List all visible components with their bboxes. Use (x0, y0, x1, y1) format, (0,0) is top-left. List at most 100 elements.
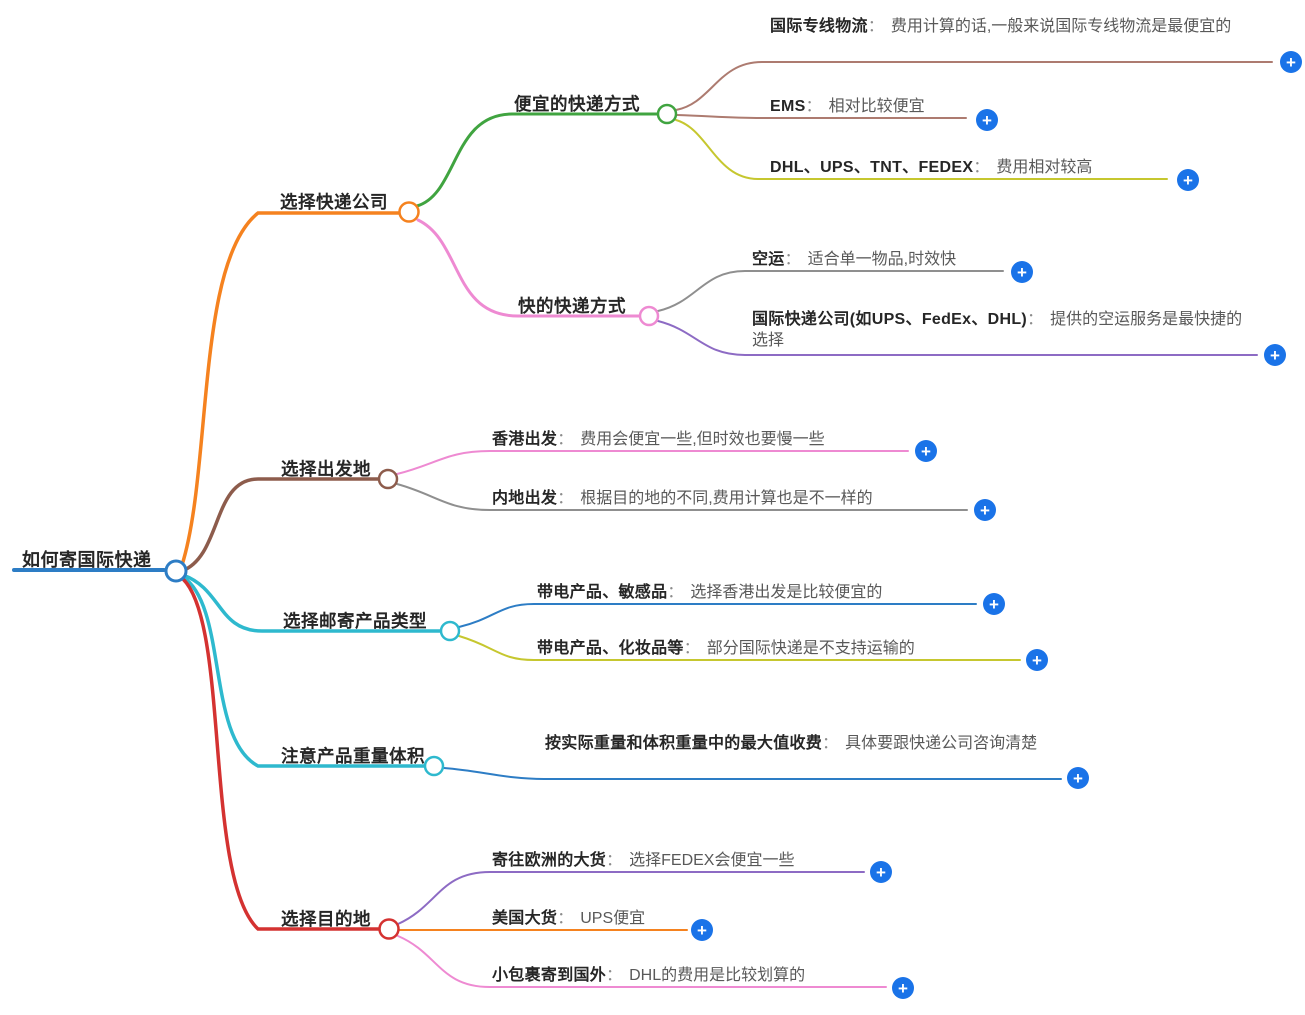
leaf-europe-head: 寄往欧洲的大货 (492, 852, 607, 869)
colon-separator: ： (557, 490, 574, 507)
leaf-dhl-ups-tnt-fedex-desc: 费用相对较高 (996, 159, 1093, 176)
leaf-small-parcel-desc: DHL的费用是比较划算的 (629, 967, 806, 984)
leaf-sensitive-desc: 选择香港出发是比较便宜的 (690, 584, 883, 601)
branch-label-weight-volume[interactable]: 注意产品重量体积 (281, 746, 425, 766)
leaf-billing-weight-head: 按实际重量和体积重量中的最大值收费 (545, 735, 823, 752)
colon-separator: ： (606, 852, 623, 869)
colon-separator: ： (606, 967, 623, 984)
leaf-dedicated-line-desc: 费用计算的话,一般来说国际专线物流是最便宜的 (890, 18, 1232, 35)
node-circle-product-type[interactable] (439, 620, 461, 642)
leaf-usa-head: 美国大货 (492, 910, 558, 927)
edge-leaf-europe (397, 871, 865, 925)
colon-separator: ： (667, 584, 684, 601)
leaf-dedicated-line[interactable]: 国际专线物流： 费用计算的话,一般来说国际专线物流是最便宜的 (770, 16, 1262, 37)
leaf-small-parcel-head: 小包裹寄到国外 (492, 967, 607, 984)
edge-leaf-air-freight (657, 270, 1004, 312)
leaf-intl-couriers-desc: 提供的空运服务是最快捷的选择 (752, 311, 1243, 349)
branch-label-choose-company[interactable]: 选择快递公司 (280, 192, 388, 212)
leaf-billing-weight[interactable]: 按实际重量和体积重量中的最大值收费： 具体要跟快递公司咨询清楚 (545, 733, 1067, 754)
node-circle-destination[interactable] (378, 918, 400, 940)
branch-label-cheap-methods[interactable]: 便宜的快递方式 (514, 94, 640, 114)
leaf-hongkong[interactable]: 香港出发：费用会便宜一些,但时效也要慢一些 (492, 429, 825, 450)
plus-icon[interactable]: + (974, 499, 996, 521)
leaf-cosmetics-head: 带电产品、化妆品等 (537, 640, 684, 657)
plus-icon[interactable]: + (1280, 51, 1302, 73)
branch-label-departure[interactable]: 选择出发地 (281, 459, 371, 479)
leaf-sensitive[interactable]: 带电产品、敏感品： 选择香港出发是比较便宜的 (537, 582, 882, 603)
leaf-dhl-ups-tnt-fedex[interactable]: DHL、UPS、TNT、FEDEX： 费用相对较高 (770, 157, 1092, 178)
colon-separator: ： (557, 910, 574, 927)
colon-separator: ： (805, 98, 822, 115)
plus-icon[interactable]: + (1067, 767, 1089, 789)
branch-label-product-type[interactable]: 选择邮寄产品类型 (283, 611, 427, 631)
plus-icon[interactable]: + (1177, 169, 1199, 191)
leaf-ems-head: EMS (770, 98, 806, 115)
plus-icon[interactable]: + (691, 919, 713, 941)
edge-leaf-hongkong (396, 450, 909, 475)
edge-leaf-ems (676, 114, 967, 119)
edge-root-to-departure (180, 477, 380, 573)
plus-icon[interactable]: + (870, 861, 892, 883)
leaf-dhl-ups-tnt-fedex-head: DHL、UPS、TNT、FEDEX (770, 159, 974, 176)
branch-label-fast-methods[interactable]: 快的快递方式 (518, 296, 626, 316)
leaf-cosmetics[interactable]: 带电产品、化妆品等： 部分国际快递是不支持运输的 (537, 638, 915, 659)
leaf-ems[interactable]: EMS： 相对比较便宜 (770, 96, 925, 117)
leaf-small-parcel[interactable]: 小包裹寄到国外： DHL的费用是比较划算的 (492, 965, 805, 986)
leaf-mainland-head: 内地出发 (492, 490, 558, 507)
colon-separator: ： (1027, 311, 1044, 328)
leaf-intl-couriers[interactable]: 国际快递公司(如UPS、FedEx、DHL)：提供的空运服务是最快捷的选择 (752, 309, 1257, 351)
node-circle-fast-methods[interactable] (638, 305, 660, 327)
plus-icon[interactable]: + (983, 593, 1005, 615)
edge-root-to-choose-company (180, 211, 401, 567)
leaf-air-freight-head: 空运 (752, 251, 785, 268)
leaf-air-freight-desc: 适合单一物品,时效快 (807, 251, 957, 268)
edge-root-to-product-type (181, 573, 442, 633)
plus-icon[interactable]: + (915, 440, 937, 462)
colon-separator: ： (557, 431, 574, 448)
node-circle-choose-company[interactable] (398, 201, 420, 223)
plus-icon[interactable]: + (976, 109, 998, 131)
edge-company-to-fast (416, 218, 641, 318)
edge-leaf-dhl-ups-tnt-fedex (675, 119, 1168, 180)
colon-separator: ： (683, 640, 700, 657)
leaf-ems-desc: 相对比较便宜 (828, 98, 925, 115)
plus-icon[interactable]: + (1026, 649, 1048, 671)
plus-icon[interactable]: + (1011, 261, 1033, 283)
edge-leaf-mainland (396, 483, 968, 511)
edge-leaf-sensitive (458, 603, 977, 628)
leaf-hongkong-head: 香港出发 (492, 431, 558, 448)
leaf-intl-couriers-head: 国际快递公司(如UPS、FedEx、DHL) (752, 311, 1028, 328)
node-circle-departure[interactable] (377, 468, 399, 490)
leaf-air-freight[interactable]: 空运： 适合单一物品,时效快 (752, 249, 956, 270)
leaf-dedicated-line-head: 国际专线物流 (770, 18, 868, 35)
colon-separator: ： (867, 18, 884, 35)
node-circle-weight-volume[interactable] (423, 755, 445, 777)
leaf-europe-desc: 选择FEDEX会便宜一些 (629, 852, 795, 869)
node-circle-root[interactable] (164, 559, 188, 583)
node-circle-cheap-methods[interactable] (656, 103, 678, 125)
edge-company-to-cheap (415, 112, 659, 208)
leaf-mainland[interactable]: 内地出发： 根据目的地的不同,费用计算也是不一样的 (492, 488, 873, 509)
colon-separator: ： (822, 735, 839, 752)
leaf-sensitive-head: 带电产品、敏感品 (537, 584, 668, 601)
leaf-usa[interactable]: 美国大货： UPS便宜 (492, 908, 645, 929)
edge-leaf-dedicated-line (675, 61, 1273, 111)
leaf-billing-weight-desc: 具体要跟快递公司咨询清楚 (845, 735, 1038, 752)
root-node-label[interactable]: 如何寄国际快递 (22, 550, 152, 570)
leaf-mainland-desc: 根据目的地的不同,费用计算也是不一样的 (580, 490, 873, 507)
edge-leaf-small-parcel (397, 935, 887, 988)
plus-icon[interactable]: + (1264, 344, 1286, 366)
branch-label-destination[interactable]: 选择目的地 (281, 909, 371, 929)
colon-separator: ： (973, 159, 990, 176)
edge-root-to-weight-volume (181, 575, 426, 768)
leaf-europe[interactable]: 寄往欧洲的大货： 选择FEDEX会便宜一些 (492, 850, 794, 871)
plus-icon[interactable]: + (892, 977, 914, 999)
edge-leaf-cosmetics (458, 635, 1021, 661)
colon-separator: ： (784, 251, 801, 268)
edge-root-to-destination (181, 577, 380, 931)
edge-leaf-billing-weight (443, 767, 1062, 780)
leaf-usa-desc: UPS便宜 (580, 910, 646, 927)
leaf-cosmetics-desc: 部分国际快递是不支持运输的 (706, 640, 915, 657)
